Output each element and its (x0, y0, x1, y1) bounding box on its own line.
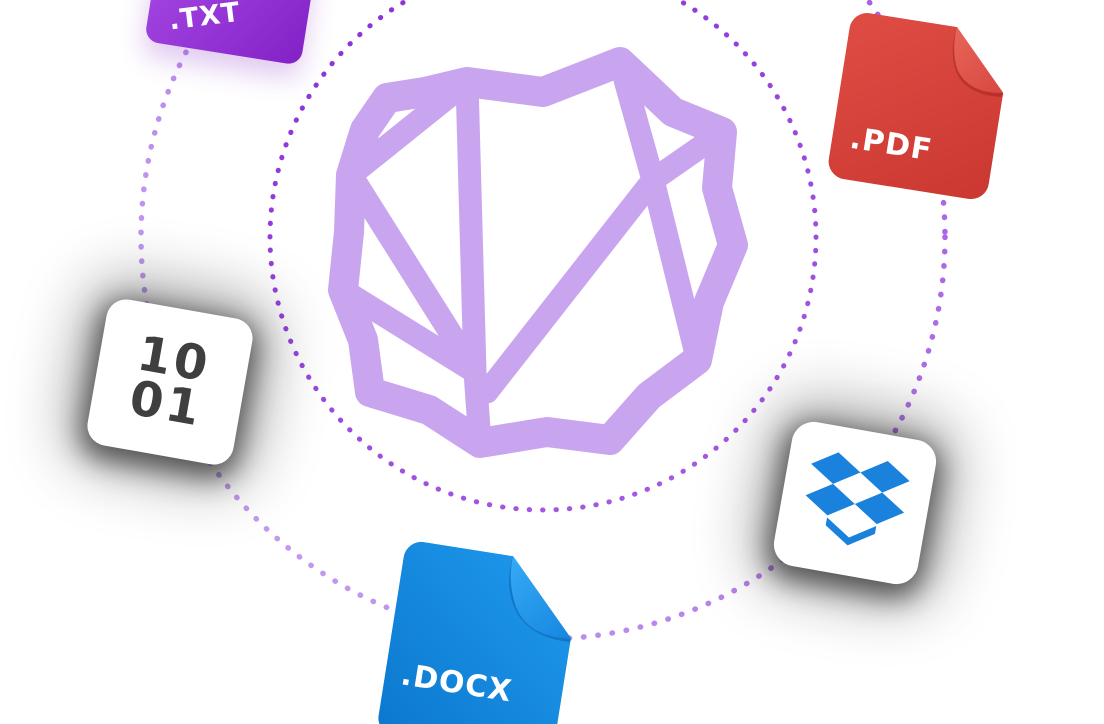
pdf-folded-corner (954, 26, 1004, 94)
badge-txt-label: .TXT (167, 0, 243, 37)
badge-binary-line2: 01 (125, 369, 207, 438)
badge-binary: 10 01 (84, 296, 256, 468)
logo-mesh-lines (331, 68, 734, 455)
dropbox-icon (805, 452, 910, 546)
polygon-network-logo-icon (328, 47, 748, 458)
inner-dotted-ring (267, 0, 819, 513)
pdf-card-shape (828, 12, 1004, 200)
docx-folded-corner (510, 556, 571, 639)
docx-card-shape (378, 541, 571, 724)
badge-docx: .DOCX (376, 539, 582, 724)
badge-pdf: .PDF (826, 10, 1013, 203)
badge-dropbox (770, 418, 940, 588)
badge-binary-digits: 10 01 (84, 296, 255, 467)
